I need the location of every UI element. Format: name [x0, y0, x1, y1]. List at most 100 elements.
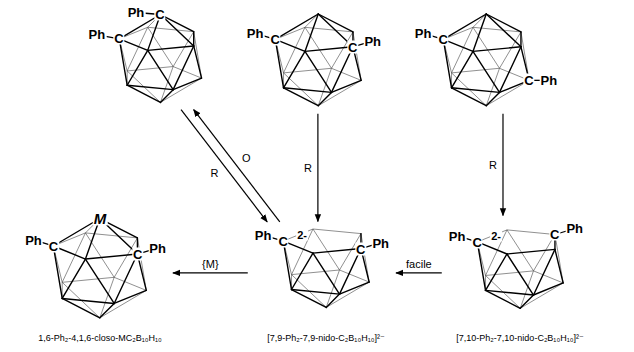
cluster-front-edge: [486, 14, 521, 32]
reaction-label: facile: [405, 258, 433, 269]
cluster-front-edge: [127, 85, 160, 102]
phenyl-label: Ph: [565, 222, 584, 235]
cluster-back-edge: [160, 78, 201, 102]
cluster-back-edge: [86, 233, 115, 277]
atom-label: C: [523, 74, 534, 87]
formula-caption: [7,9-Ph₂-7,9-nido-C₂B₁₀H₁₀]²⁻: [266, 333, 385, 342]
cluster-front-edge: [326, 295, 339, 308]
phenyl-label: Ph: [363, 34, 382, 47]
phenyl-label: Ph: [371, 236, 390, 249]
cluster-back-edge: [485, 270, 533, 275]
phenyl-label: Ph: [127, 6, 146, 19]
cluster-back-edge: [533, 270, 563, 282]
phenyl-label: Ph: [540, 74, 559, 87]
cluster-front-edge: [443, 14, 486, 39]
cluster-front-edge: [173, 45, 194, 89]
cluster-front-edge: [313, 254, 340, 295]
cluster-front-edge: [520, 32, 521, 47]
atom-label: C: [549, 228, 560, 241]
cluster-front-edge: [86, 259, 115, 303]
atom-label: C: [113, 32, 124, 45]
cluster-front-edge: [507, 254, 534, 295]
cluster-back-edge: [147, 27, 172, 66]
cluster-front-edge: [127, 50, 148, 85]
cluster-node: PhCCPh: [410, 8, 562, 112]
cluster-frame: [423, 14, 549, 106]
atom-label: C: [347, 40, 358, 53]
cluster-front-edge: [451, 52, 472, 88]
phenyl-label: Ph: [414, 27, 433, 40]
cluster-back-edge: [100, 290, 146, 317]
cluster-back-edge: [313, 229, 361, 234]
cluster-front-edge: [473, 14, 486, 51]
cluster-back-edge: [339, 270, 369, 282]
cluster-drawing: [20, 207, 171, 347]
cluster-front-edge: [339, 249, 360, 295]
cluster-front-edge: [62, 298, 100, 317]
cluster-back-edge: [353, 32, 361, 80]
cluster-back-edge: [173, 66, 201, 78]
cluster-back-edge: [326, 282, 369, 307]
cluster-drawing: [242, 8, 386, 112]
cluster-front-edge: [318, 93, 331, 106]
atom-label: C: [269, 33, 280, 46]
atom-label: C: [471, 235, 482, 248]
reaction-arrow: [396, 272, 442, 273]
cluster-back-edge: [193, 31, 201, 77]
cluster-front-edge: [520, 295, 533, 308]
reaction-arrow: [173, 272, 248, 273]
cluster-front-edge: [533, 249, 554, 295]
cluster-back-edge: [138, 238, 147, 290]
cluster-front-edge: [507, 249, 555, 254]
cluster-back-edge: [291, 270, 339, 275]
cluster-front-edge: [305, 52, 332, 93]
cluster-back-edge: [305, 27, 332, 68]
cluster-front-edge: [473, 52, 500, 93]
cluster-back-edge: [283, 68, 331, 73]
reaction-label: {M}: [201, 258, 220, 269]
formula-caption: [7,10-Ph₂-7,10-nido-C₂B₁₀H₁₀]²⁻: [455, 334, 584, 343]
cluster-back-edge: [473, 27, 500, 68]
cluster-back-edge: [127, 66, 173, 70]
charge-label: 2-: [490, 230, 502, 241]
cluster-back-edge: [507, 229, 534, 270]
cluster-front-edge: [119, 38, 127, 84]
cluster-frame: [97, 12, 201, 102]
cluster-frame: [34, 218, 158, 317]
cluster-back-edge: [361, 234, 369, 282]
cluster-front-edge: [275, 14, 318, 39]
cluster-front-edge: [485, 254, 506, 290]
reaction-arrow: [181, 110, 267, 222]
phenyl-label: Ph: [88, 28, 107, 41]
phenyl-label: Ph: [448, 229, 467, 242]
cluster-frame: [255, 14, 373, 106]
cluster-front-edge: [313, 249, 361, 254]
cluster-front-edge: [160, 89, 173, 102]
phenyl-label: Ph: [24, 233, 43, 246]
cluster-back-edge: [318, 80, 361, 105]
atom-label: C: [437, 33, 448, 46]
atom-label: C: [154, 8, 165, 21]
cluster-front-edge: [114, 254, 137, 303]
cluster-node: PhCPhC: [84, 2, 208, 108]
cluster-front-edge: [147, 45, 193, 49]
cluster-front-edge: [54, 246, 63, 298]
reaction-label: R: [488, 159, 498, 170]
cluster-front-edge: [451, 88, 486, 106]
phenyl-label: Ph: [246, 27, 265, 40]
cluster-front-edge: [499, 47, 520, 93]
cluster-back-edge: [331, 68, 361, 80]
atom-label: C: [277, 235, 288, 248]
phenyl-label: Ph: [254, 229, 273, 242]
cluster-front-edge: [477, 242, 485, 290]
atom-label: C: [355, 242, 366, 255]
cluster-front-edge: [485, 290, 520, 308]
cluster-front-edge: [147, 50, 172, 89]
cluster-front-edge: [486, 14, 521, 47]
cluster-front-edge: [193, 31, 194, 45]
cluster-node: PhCMCPh1,6-Ph₂-4,1,6-closo-MC₂B₁₀H₁₀: [20, 207, 171, 347]
cluster-node: PhC2-CPh[7,9-Ph₂-7,9-nido-C₂B₁₀H₁₀]²⁻: [250, 223, 394, 346]
cluster-back-edge: [555, 234, 563, 282]
cluster-front-edge: [62, 259, 85, 298]
